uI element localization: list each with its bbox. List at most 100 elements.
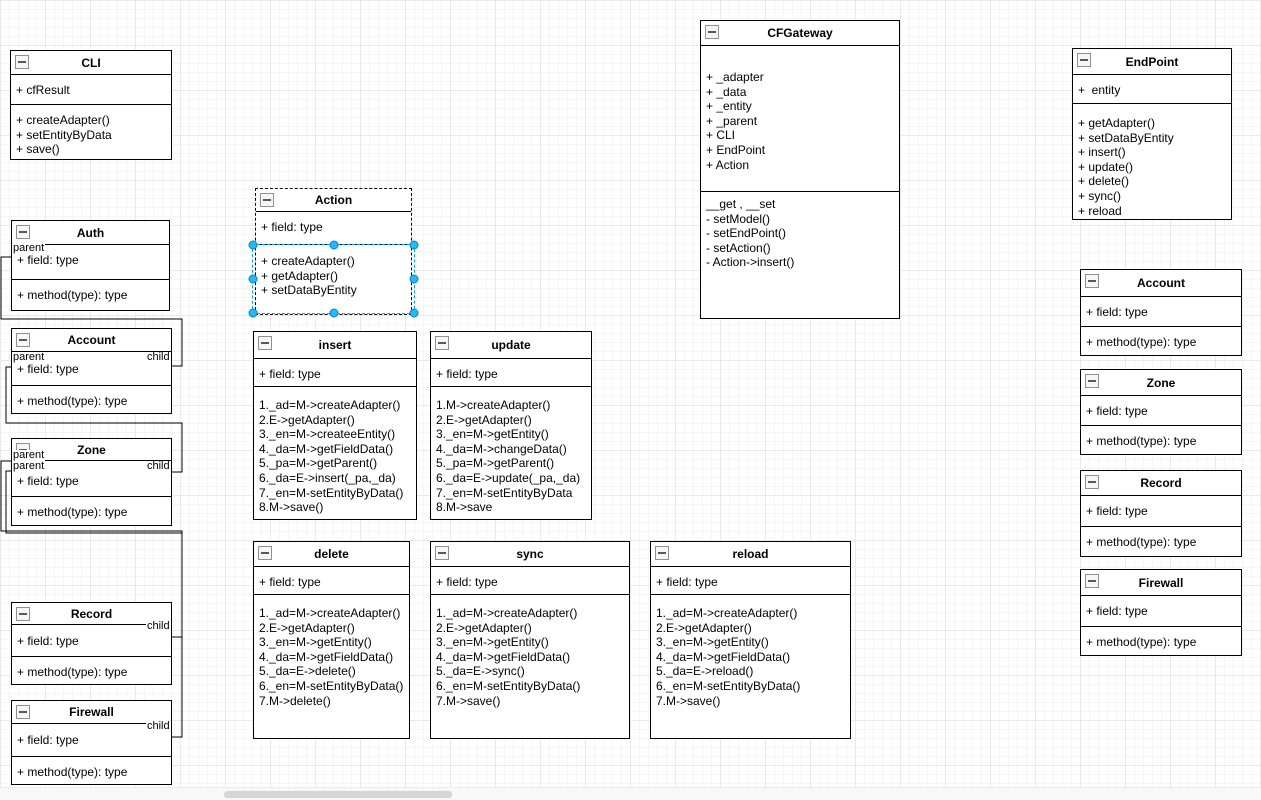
collapse-minus-icon[interactable] <box>258 546 272 560</box>
collapse-minus-icon[interactable] <box>655 546 669 560</box>
member-line: 5._pa=M->getParent() <box>259 456 378 471</box>
member-line: 5._pa=M->getParent() <box>436 456 555 471</box>
class-title: Action <box>314 193 353 207</box>
fields-section: + field: type <box>1081 495 1241 526</box>
methods-section: + method(type): type <box>12 496 171 525</box>
uml-class-firewall[interactable]: Firewall+ field: type+ method(type): typ… <box>1080 569 1242 656</box>
collapse-minus-icon[interactable] <box>1085 274 1099 288</box>
member-line: + setDataByEntity <box>1078 130 1174 145</box>
edge-label[interactable]: parent <box>12 351 46 363</box>
class-title: Record <box>1140 476 1182 490</box>
member-line: 3._en=M->createeEntity() <box>259 427 396 442</box>
collapse-minus-icon[interactable] <box>1085 574 1099 588</box>
class-header: EndPoint <box>1073 49 1231 74</box>
member-line: 2.E->getAdapter() <box>259 620 355 635</box>
fields-section: + field: type <box>12 723 171 756</box>
member-line: 3._en=M->getEntity() <box>259 635 372 650</box>
member-line: + getAdapter() <box>261 268 339 283</box>
selection-handle-ne[interactable] <box>409 240 419 250</box>
uml-class-account[interactable]: Account+ field: type+ method(type): type <box>11 328 172 414</box>
methods-section: 1._ad=M->createAdapter()2.E->getAdapter(… <box>254 594 409 738</box>
class-header: CLI <box>11 51 171 74</box>
member-line: + insert() <box>1078 145 1126 160</box>
member-line: + _entity <box>706 99 752 114</box>
fields-section: + cfResult <box>11 74 171 104</box>
uml-class-cfgateway[interactable]: CFGateway+ _adapter+ _data+ _entity+ _pa… <box>700 20 900 319</box>
collapse-minus-icon[interactable] <box>705 25 719 39</box>
fields-section: + field: type <box>431 566 629 594</box>
collapse-minus-icon[interactable] <box>15 55 29 69</box>
edge-label[interactable]: child <box>146 620 171 632</box>
selection-handle-nw[interactable] <box>248 240 258 250</box>
edge-label[interactable]: child <box>146 351 171 363</box>
member-line: 6._en=M-setEntityByData() <box>436 678 581 693</box>
member-line: + method(type): type <box>1086 635 1197 649</box>
class-title: update <box>491 338 531 352</box>
collapse-minus-icon[interactable] <box>16 705 30 719</box>
selection-handle-se[interactable] <box>409 308 419 318</box>
class-title: delete <box>314 547 349 561</box>
uml-class-record[interactable]: Record + field: type + method(type): type <box>1080 470 1242 557</box>
member-line: + field: type <box>436 575 498 589</box>
selection-handle-s[interactable] <box>329 308 338 318</box>
member-line: + field: type <box>17 474 79 488</box>
methods-section: + method(type): type <box>1081 626 1241 655</box>
selection-handle-n[interactable] <box>329 240 338 250</box>
member-line: + method(type): type <box>1086 535 1197 549</box>
collapse-minus-icon[interactable] <box>1085 475 1099 489</box>
uml-class-firewall[interactable]: Firewall+ field: type+ method(type): typ… <box>11 700 172 785</box>
member-line: __get , __set <box>706 197 776 211</box>
selection-handle-e[interactable] <box>409 274 419 284</box>
uml-class-delete[interactable]: delete + field: type 1._ad=M->createAdapte… <box>253 541 410 739</box>
uml-class-record[interactable]: Record+ field: type+ method(type): type <box>11 602 172 685</box>
collapse-minus-icon[interactable] <box>1085 374 1099 388</box>
uml-class-zone[interactable]: Zone+ field: type+ method(type): type <box>1080 369 1242 455</box>
methods-section: + method(type): type <box>12 756 171 784</box>
methods-section: __get , __set- setModel()- setEndPoint()… <box>701 191 899 318</box>
member-line: + field: type <box>17 733 79 747</box>
member-line: 5._da=E->reload() <box>656 664 754 679</box>
fields-section: + entity <box>1073 74 1231 103</box>
class-title: reload <box>732 547 769 561</box>
collapse-minus-icon[interactable] <box>16 225 30 239</box>
horizontal-scrollbar-thumb[interactable] <box>224 791 452 798</box>
uml-class-cli[interactable]: CLI+ cfResult+ createAdapter()+ setEntit… <box>10 50 172 160</box>
collapse-minus-icon[interactable] <box>16 607 30 621</box>
member-line: 4._da=M->getFieldData() <box>656 649 791 664</box>
uml-class-auth[interactable]: Auth+ field: type+ method(type): type <box>11 220 170 311</box>
member-line: + method(type): type <box>17 505 128 519</box>
member-line: 4._da=M->getFieldData() <box>259 441 394 456</box>
member-line: + field: type <box>259 575 321 589</box>
member-line: + method(type): type <box>17 765 128 779</box>
member-line: - Action->insert() <box>706 255 795 270</box>
edge-label[interactable]: parent <box>12 460 46 472</box>
class-header: Zone <box>1081 370 1241 395</box>
uml-class-action[interactable]: Action+ field: type+ createAdapter()+ ge… <box>248 188 419 318</box>
class-header: CFGateway <box>701 21 899 45</box>
collapse-minus-icon[interactable] <box>258 336 272 350</box>
collapse-minus-icon[interactable] <box>435 336 449 350</box>
collapse-minus-icon[interactable] <box>16 333 30 347</box>
member-line: 7._en=M-setEntityByData() <box>259 485 404 500</box>
class-title: sync <box>516 547 544 561</box>
member-line: + createAdapter() <box>16 113 110 127</box>
member-line: 3._en=M->getEntity() <box>656 635 769 650</box>
collapse-minus-icon[interactable] <box>1077 53 1091 67</box>
edge-label[interactable]: child <box>146 720 171 732</box>
methods-section: + method(type): type <box>1081 526 1241 556</box>
edge-label[interactable]: child <box>146 460 171 472</box>
edge-label[interactable]: parent <box>12 242 46 254</box>
selection-handle-w[interactable] <box>248 274 258 284</box>
collapse-minus-icon[interactable] <box>260 193 274 207</box>
horizontal-scrollbar-track[interactable] <box>0 787 1261 800</box>
uml-class-account[interactable]: Account+ field: type+ method(type): type <box>1080 269 1242 356</box>
methods-section: + method(type): type <box>1081 425 1241 454</box>
selection-handle-sw[interactable] <box>248 308 258 318</box>
collapse-minus-icon[interactable] <box>435 546 449 560</box>
member-line: 4._da=M->changeData() <box>436 441 567 456</box>
uml-class-endpoint[interactable]: EndPoint+ entity+ getAdapter()+ setDataB… <box>1072 48 1232 220</box>
